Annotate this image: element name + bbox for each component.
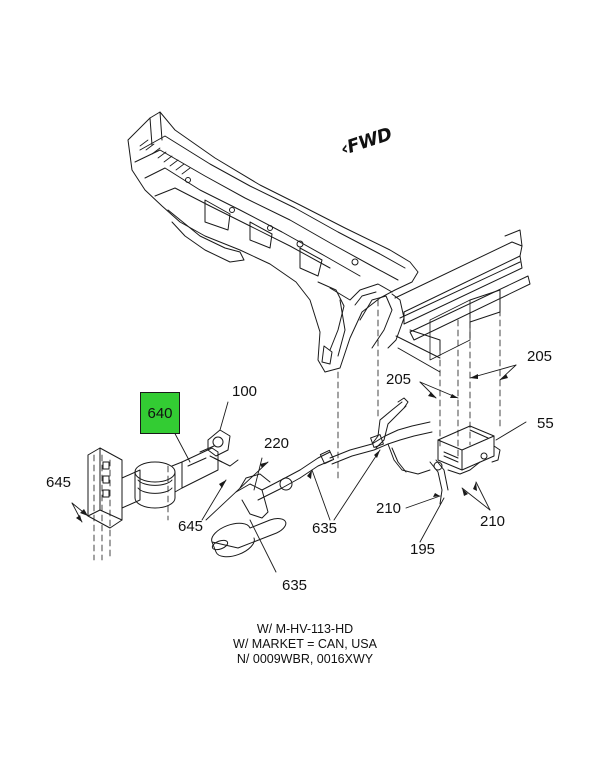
callout-645-left[interactable]: 645 xyxy=(46,474,72,491)
callout-205-right[interactable]: 205 xyxy=(527,348,553,365)
frame-rails xyxy=(394,229,531,373)
module-55 xyxy=(437,425,501,471)
callout-645-mid[interactable]: 645 xyxy=(178,518,204,535)
callout-100[interactable]: 100 xyxy=(232,383,258,400)
note-line: W/ M-HV-113-HD xyxy=(256,622,354,636)
applicability-notes: W/ M-HV-113-HD W/ MARKET = CAN, USA N/ 0… xyxy=(0,622,610,667)
callout-220[interactable]: 220 xyxy=(264,435,290,452)
callout-55[interactable]: 55 xyxy=(537,415,554,432)
cowl-structure xyxy=(127,111,419,373)
callout-210-left[interactable]: 210 xyxy=(376,500,402,517)
arrowheads xyxy=(76,374,508,522)
callout-195[interactable]: 195 xyxy=(410,541,436,558)
callout-205-left[interactable]: 205 xyxy=(386,371,412,388)
alignment-lines xyxy=(93,299,501,561)
note-line: N/ 0009WBR, 0016XWY xyxy=(236,652,374,666)
callout-640-label: 640 xyxy=(147,404,173,422)
harness-210 xyxy=(329,397,481,505)
callout-210-right[interactable]: 210 xyxy=(480,513,506,530)
bracket-645 xyxy=(87,447,141,529)
callout-635-low[interactable]: 635 xyxy=(282,577,308,594)
hose-635 xyxy=(211,449,335,558)
note-line: W/ MARKET = CAN, USA xyxy=(233,637,377,651)
callout-640[interactable]: 640 xyxy=(140,392,180,434)
callout-635-mid[interactable]: 635 xyxy=(312,520,338,537)
canister-assembly xyxy=(134,447,219,509)
sensor-100 xyxy=(199,429,239,467)
